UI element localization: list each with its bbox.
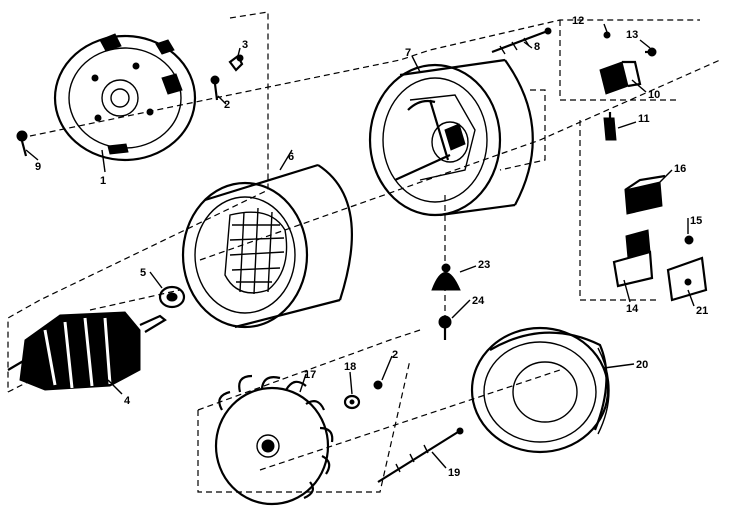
clip-part-3 bbox=[228, 54, 244, 72]
switch-part-10 bbox=[599, 60, 642, 95]
callout-21: 21 bbox=[696, 305, 708, 317]
callout-11: 11 bbox=[638, 113, 650, 125]
callout-14: 14 bbox=[626, 303, 639, 315]
callout-15: 15 bbox=[690, 215, 702, 227]
nut-part-24 bbox=[438, 315, 452, 340]
fan-part-17 bbox=[214, 374, 334, 506]
washer-part-18 bbox=[343, 394, 361, 410]
callout-labels: 1 9 2 3 4 5 6 7 8 12 13 10 11 16 15 14 2… bbox=[35, 15, 708, 479]
callout-8: 8 bbox=[534, 41, 540, 53]
capacitor-part-11 bbox=[603, 112, 617, 141]
callout-19: 19 bbox=[448, 467, 460, 479]
switch-part-14 bbox=[612, 229, 654, 288]
callout-17: 17 bbox=[304, 369, 316, 381]
bracket-part-21 bbox=[666, 256, 708, 302]
assembly-guide-lines bbox=[7, 11, 721, 493]
cap-part-23 bbox=[431, 263, 461, 291]
screw-part-15 bbox=[684, 235, 694, 245]
screw-part-2-top bbox=[210, 75, 220, 101]
screw-part-12 bbox=[603, 31, 611, 39]
callout-5: 5 bbox=[140, 267, 146, 279]
cover-part-20 bbox=[470, 326, 610, 454]
long-screw-part-19 bbox=[377, 427, 464, 483]
callout-24: 24 bbox=[472, 295, 485, 307]
callout-16: 16 bbox=[674, 163, 686, 175]
end-bell-part-1 bbox=[53, 33, 197, 162]
callout-20: 20 bbox=[636, 359, 648, 371]
bearing-part-5 bbox=[158, 285, 186, 309]
brush-housing-part-7 bbox=[368, 58, 534, 217]
callout-13: 13 bbox=[626, 29, 638, 41]
screw-part-13 bbox=[645, 47, 657, 57]
callout-2-bottom: 2 bbox=[392, 349, 398, 361]
screw-part-2-bottom bbox=[373, 380, 383, 390]
stator-housing-part-6 bbox=[181, 163, 353, 329]
callout-2-top: 2 bbox=[224, 99, 230, 111]
callout-3: 3 bbox=[242, 39, 248, 51]
callout-12: 12 bbox=[572, 15, 584, 27]
callout-9: 9 bbox=[35, 161, 41, 173]
screw-part-9 bbox=[16, 130, 28, 157]
callout-7: 7 bbox=[405, 47, 411, 59]
callout-23: 23 bbox=[478, 259, 490, 271]
leader-lines bbox=[25, 23, 695, 469]
callout-1: 1 bbox=[100, 175, 106, 187]
callout-10: 10 bbox=[648, 89, 660, 101]
callout-6: 6 bbox=[288, 151, 294, 163]
bracket-part-16 bbox=[624, 174, 666, 215]
long-screw-part-8 bbox=[491, 27, 552, 55]
armature-part-4 bbox=[7, 311, 167, 391]
callout-18: 18 bbox=[344, 361, 356, 373]
callout-4: 4 bbox=[124, 395, 131, 407]
